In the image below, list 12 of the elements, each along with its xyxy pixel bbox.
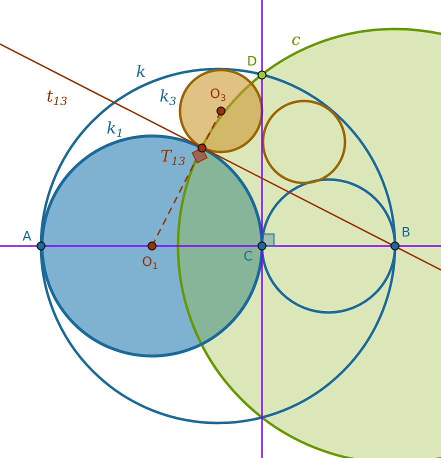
point-label: c	[292, 32, 300, 48]
point-label: D	[247, 56, 257, 68]
point-label: k$_{3}$	[160, 88, 176, 108]
point-label: C	[243, 250, 253, 264]
point-label: B	[402, 226, 410, 240]
point-label: O$_{3}$	[210, 88, 226, 104]
point-label: O$_{1}$	[142, 256, 158, 272]
point-label: A	[22, 230, 32, 244]
point-label: k$_{1}$	[106, 120, 124, 140]
point-label: T$_{13}$	[160, 148, 186, 168]
point-label: k	[136, 64, 146, 80]
point-label: t$_{13}$	[46, 88, 68, 108]
